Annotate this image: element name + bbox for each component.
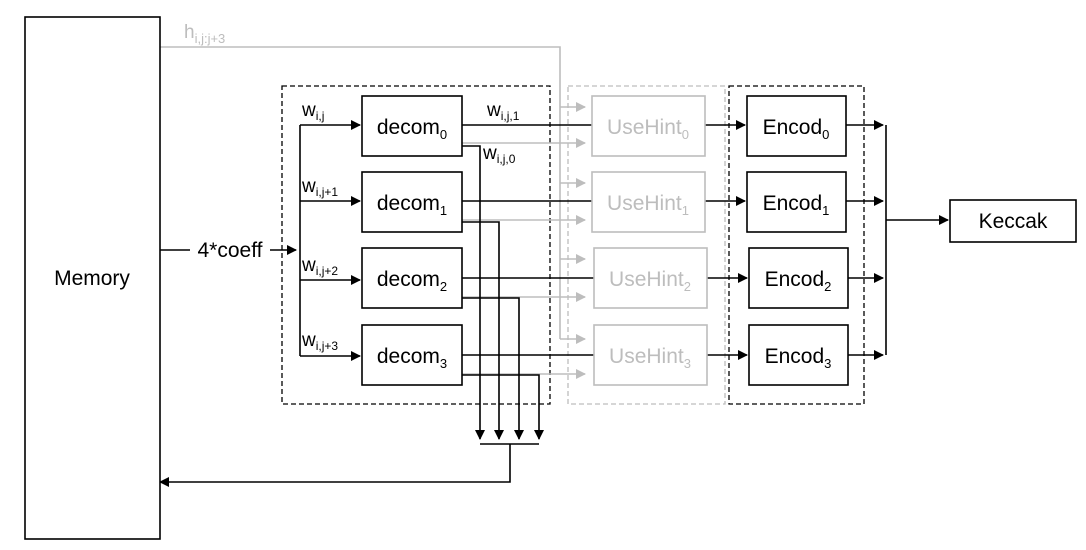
input-label: 4*coeff bbox=[198, 239, 263, 262]
decom-label-2: decom2 bbox=[377, 268, 447, 294]
decom-label-0: decom0 bbox=[377, 116, 447, 142]
keccak-label: Keccak bbox=[979, 210, 1048, 233]
usehint-label-1: UseHint1 bbox=[607, 192, 689, 218]
feedback-wires bbox=[159, 145, 544, 487]
input-wires bbox=[160, 120, 361, 361]
usehint-block-3 bbox=[593, 324, 708, 386]
encod-block-2 bbox=[748, 247, 849, 309]
decom-block-2 bbox=[361, 247, 463, 309]
encod-label-2: Encod2 bbox=[765, 268, 832, 294]
usehint-block-0 bbox=[591, 95, 706, 157]
hint-label: hi,j:j+3 bbox=[184, 22, 225, 46]
usehint-label-0: UseHint0 bbox=[607, 116, 689, 142]
decom-block-0 bbox=[361, 95, 463, 157]
encod-label-3: Encod3 bbox=[765, 345, 832, 371]
weight-label-3: wi,j+3 bbox=[301, 330, 338, 353]
weight-label-2: wi,j+2 bbox=[301, 255, 338, 278]
output-label-low: wi,j,0 bbox=[482, 143, 516, 166]
usehint-block-2 bbox=[593, 247, 708, 309]
encod-block-0 bbox=[746, 95, 847, 157]
encod-label-1: Encod1 bbox=[763, 192, 830, 218]
encod-group-outline bbox=[728, 85, 865, 405]
decom-label-3: decom3 bbox=[377, 345, 447, 371]
decom-block-1 bbox=[361, 171, 463, 233]
encod-label-0: Encod0 bbox=[763, 116, 830, 142]
encod-block-1 bbox=[746, 171, 847, 233]
usehint-group-outline bbox=[567, 85, 726, 405]
usehint-label-2: UseHint2 bbox=[609, 268, 691, 294]
decom-group-outline bbox=[281, 85, 551, 405]
decom-label-1: decom1 bbox=[377, 192, 447, 218]
memory-block bbox=[24, 16, 161, 540]
encod-block-3 bbox=[748, 324, 849, 386]
memory-label: Memory bbox=[54, 267, 130, 290]
output-label-high: wi,j,1 bbox=[486, 100, 520, 123]
usehint-label-3: UseHint3 bbox=[609, 345, 691, 371]
weight-label-1: wi,j+1 bbox=[301, 176, 338, 199]
decom-block-3 bbox=[361, 324, 463, 386]
usehint-block-1 bbox=[591, 171, 706, 233]
keccak-wires bbox=[846, 120, 949, 360]
weight-label-0: wi,j bbox=[301, 100, 324, 123]
keccak-block bbox=[949, 199, 1077, 243]
hint-wires bbox=[160, 46, 586, 379]
